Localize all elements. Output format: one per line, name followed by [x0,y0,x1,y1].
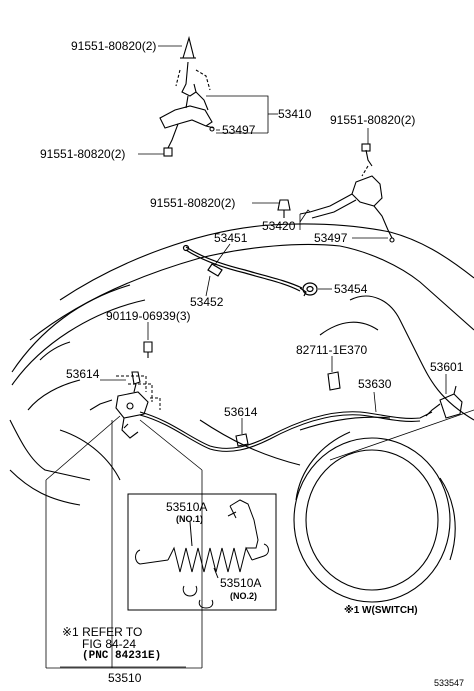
label-53601: 53601 [430,360,464,374]
release-cable [139,411,433,452]
label-91551-left: 91551-80820(2) [40,147,126,161]
label-53454: 53454 [334,282,368,296]
upper-bracket [159,35,215,157]
car-body-outline [9,223,474,506]
switch-connector [425,385,463,419]
label-53420: 53420 [262,219,296,233]
label-53510a-no2: 53510A [220,576,262,590]
label-53510a-no1: 53510A [166,500,208,514]
label-53410: 53410 [278,107,312,121]
hood-rod [182,244,307,297]
cable-clip [327,371,341,391]
detail-inset [127,493,277,611]
label-53614-upper: 53614 [66,367,100,381]
label-53614-lower: 53614 [224,405,258,419]
clip [143,341,153,358]
label-53497-right: 53497 [314,231,348,245]
label-53630: 53630 [358,377,392,391]
diagram-id: 533547 [434,678,465,688]
label-53451: 53451 [214,231,248,245]
label-91551-right: 91551-80820(2) [330,113,416,127]
refer-note-line2: FIG 84-24 [82,637,137,651]
label-91551-top: 91551-80820(2) [71,39,157,53]
bolt [277,199,291,218]
lower-clip [235,433,249,447]
label-no1: (NO.1) [176,514,203,524]
refer-note-line3: (PNC 84231E) [82,650,162,662]
hood-lock [89,371,149,439]
label-53510: 53510 [108,671,142,685]
grommet [302,282,318,296]
right-bracket [299,143,395,243]
label-90119: 90119-06939(3) [106,309,191,323]
label-no2: (NO.2) [230,591,257,601]
label-53452: 53452 [190,295,224,309]
leader-lines [45,45,447,669]
label-91551-center: 91551-80820(2) [150,196,236,210]
refer-note-line1: ※1 REFER TO [62,625,143,639]
label-82711: 82711-1E370 [296,343,368,357]
label-53497-top: 53497 [222,123,256,137]
wheel [293,409,474,603]
switch-note: ※1 W(SWITCH) [344,605,418,616]
